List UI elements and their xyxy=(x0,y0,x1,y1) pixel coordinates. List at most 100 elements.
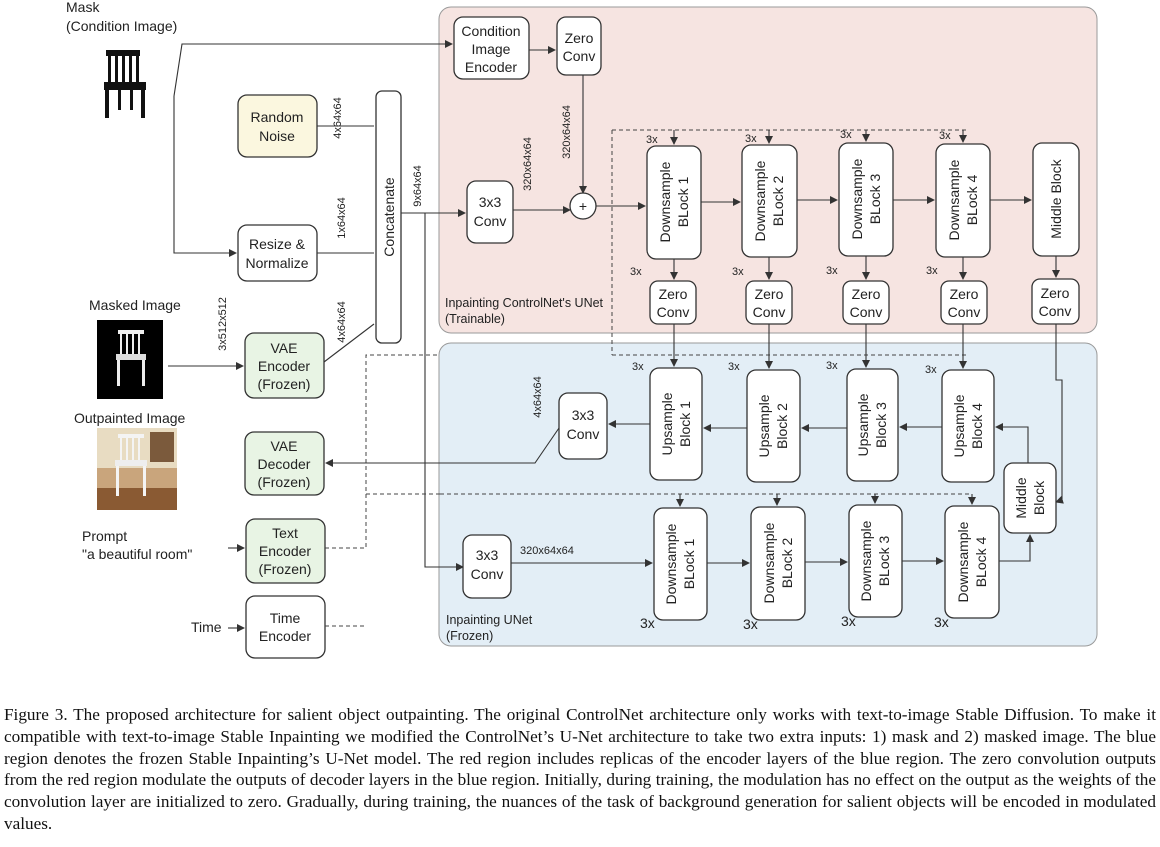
svg-text:Conv: Conv xyxy=(657,304,690,320)
svg-text:Zero: Zero xyxy=(659,286,688,302)
svg-text:3x: 3x xyxy=(926,265,938,277)
svg-text:Conv: Conv xyxy=(850,304,883,320)
svg-text:3x: 3x xyxy=(743,616,758,632)
svg-text:Normalize: Normalize xyxy=(245,255,308,271)
dim-mask: 1x64x64 xyxy=(336,197,348,239)
svg-text:Block 2: Block 2 xyxy=(774,403,790,449)
figure-caption: Figure 3. The proposed architecture for … xyxy=(4,704,1156,835)
svg-text:Downsample: Downsample xyxy=(955,521,971,602)
svg-text:Encoder: Encoder xyxy=(258,358,310,374)
svg-text:(Frozen): (Frozen) xyxy=(259,561,312,577)
time-encoder-box: Time Encoder xyxy=(245,595,326,659)
svg-text:Encoder: Encoder xyxy=(465,59,517,75)
blue-middle-block: Middle Block xyxy=(1003,462,1057,534)
caption-text: The proposed architecture for salient ob… xyxy=(4,705,1156,833)
svg-text:Conv: Conv xyxy=(471,566,504,582)
svg-text:Upsample: Upsample xyxy=(659,392,675,455)
conv3x3-blue-up-box: 3x3 Conv xyxy=(558,392,608,460)
svg-text:BLock 1: BLock 1 xyxy=(681,538,697,589)
architecture-diagram: Mask (Condition Image) Masked Image Outp… xyxy=(66,0,1098,659)
prompt-text: "a beautiful room" xyxy=(82,546,192,562)
svg-text:Downsample: Downsample xyxy=(858,520,874,601)
red-downsample-blocks: Downsample BLock 1 Downsample BLock 2 Do… xyxy=(646,142,991,260)
resize-normalize-box: Resize & Normalize xyxy=(237,224,318,282)
svg-text:Block 1: Block 1 xyxy=(677,401,693,447)
svg-text:Downsample: Downsample xyxy=(849,158,865,239)
svg-text:Conv: Conv xyxy=(474,213,507,229)
svg-text:3x: 3x xyxy=(939,130,951,142)
svg-text:Conv: Conv xyxy=(753,304,786,320)
svg-text:3x: 3x xyxy=(728,361,740,373)
svg-text:Decoder: Decoder xyxy=(258,456,311,472)
blue-region-label: Inpainting UNet xyxy=(446,613,533,627)
svg-text:Condition: Condition xyxy=(461,23,520,39)
outpainted-image-label: Outpainted Image xyxy=(74,410,186,426)
svg-text:Image: Image xyxy=(472,41,511,57)
zero-conv-condition-box: Zero Conv xyxy=(556,16,602,76)
svg-text:3x: 3x xyxy=(632,361,644,373)
blue-downsample-blocks: Downsample BLock 1 Downsample BLock 2 Do… xyxy=(653,504,1000,621)
svg-text:Middle: Middle xyxy=(1013,477,1029,518)
conv3x3-red-box: 3x3 Conv xyxy=(466,180,514,244)
mask-sub-label: (Condition Image) xyxy=(66,18,177,34)
svg-text:3x: 3x xyxy=(925,364,937,376)
red-region-sub-label: (Trainable) xyxy=(445,312,505,326)
svg-text:Encoder: Encoder xyxy=(259,543,311,559)
svg-text:VAE: VAE xyxy=(271,340,298,356)
svg-text:Encoder: Encoder xyxy=(259,628,311,644)
repeat-labels-blue: 3x 3x 3x 3x 3x 3x 3x 3x xyxy=(632,360,949,632)
svg-text:Upsample: Upsample xyxy=(855,393,871,456)
vae-encoder-box: VAE Encoder (Frozen) xyxy=(244,332,325,399)
svg-text:3x: 3x xyxy=(841,613,856,629)
svg-text:Block 4: Block 4 xyxy=(969,403,985,449)
blue-region-sub-label: (Frozen) xyxy=(446,629,493,643)
svg-text:BLock 4: BLock 4 xyxy=(964,174,980,225)
svg-text:+: + xyxy=(579,198,587,214)
masked-image-thumbnail xyxy=(97,320,163,399)
svg-text:Upsample: Upsample xyxy=(951,394,967,457)
dim-unet-conv-out: 320x64x64 xyxy=(520,545,574,557)
svg-text:Conv: Conv xyxy=(1039,303,1072,319)
svg-text:BLock 2: BLock 2 xyxy=(779,537,795,588)
svg-text:3x: 3x xyxy=(630,266,642,278)
svg-text:Conv: Conv xyxy=(948,304,981,320)
text-encoder-box: Text Encoder (Frozen) xyxy=(245,518,326,584)
svg-text:Zero: Zero xyxy=(755,286,784,302)
svg-text:BLock 1: BLock 1 xyxy=(675,176,691,227)
dim-vae-in: 3x512x512 xyxy=(217,297,229,351)
mask-chair-image xyxy=(104,50,146,118)
svg-text:Concatenate: Concatenate xyxy=(381,177,397,257)
svg-text:Zero: Zero xyxy=(950,286,979,302)
svg-text:3x: 3x xyxy=(646,134,658,146)
mask-label: Mask xyxy=(66,0,100,15)
svg-text:Block: Block xyxy=(1031,480,1047,515)
svg-text:Conv: Conv xyxy=(563,48,596,64)
masked-image-label: Masked Image xyxy=(89,297,181,313)
plus-node: + xyxy=(569,192,597,220)
svg-text:Text: Text xyxy=(272,525,298,541)
svg-text:Downsample: Downsample xyxy=(761,522,777,603)
svg-text:Downsample: Downsample xyxy=(663,523,679,604)
svg-text:BLock 3: BLock 3 xyxy=(876,535,892,586)
svg-text:Resize &: Resize & xyxy=(249,236,306,252)
svg-text:Time: Time xyxy=(270,610,301,626)
svg-text:3x3: 3x3 xyxy=(476,547,499,563)
svg-text:3x: 3x xyxy=(745,133,757,145)
svg-text:Downsample: Downsample xyxy=(752,160,768,241)
condition-image-encoder-box: Condition Image Encoder xyxy=(453,16,530,80)
dim-cond-out: 320x64x64 xyxy=(561,105,573,159)
svg-text:Noise: Noise xyxy=(259,128,295,144)
red-zero-convs: Zero Conv Zero Conv Zero Conv Zero Conv … xyxy=(649,278,1080,325)
outpainted-image-thumbnail xyxy=(97,428,177,510)
svg-text:Downsample: Downsample xyxy=(657,161,673,242)
svg-text:Zero: Zero xyxy=(852,286,881,302)
repeat-labels-red: 3x 3x 3x 3x 3x 3x 3x 3x xyxy=(630,129,951,278)
svg-text:(Frozen): (Frozen) xyxy=(258,376,311,392)
time-label: Time xyxy=(191,619,222,635)
red-region-label: Inpainting ControlNet's UNet xyxy=(445,296,604,310)
svg-text:3x3: 3x3 xyxy=(572,407,595,423)
dim-vae-out: 4x64x64 xyxy=(336,301,348,343)
dim-up-out: 4x64x64 xyxy=(532,376,544,418)
svg-text:Block 3: Block 3 xyxy=(873,402,889,448)
svg-text:Zero: Zero xyxy=(1041,285,1070,301)
